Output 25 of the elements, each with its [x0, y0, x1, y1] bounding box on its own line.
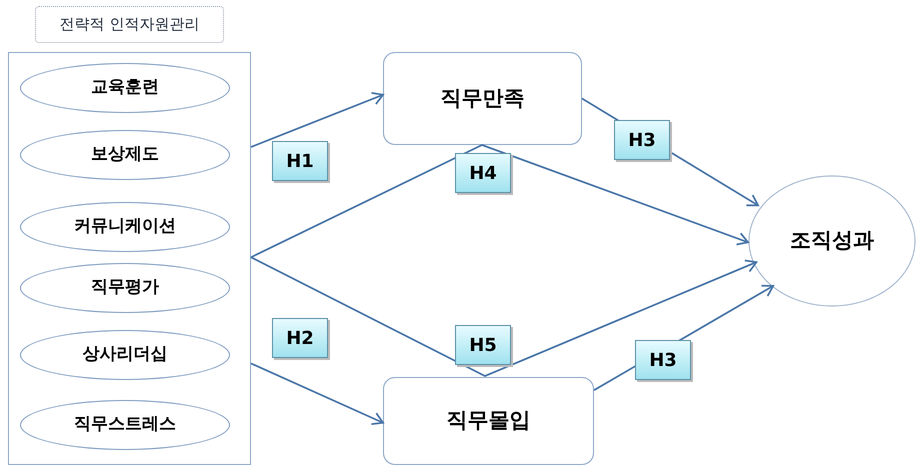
node-label: 상사리더십 [82, 343, 168, 366]
node-label: 보상제도 [91, 143, 159, 166]
process-box [383, 377, 594, 465]
node-label: 커뮤니케이션 [74, 215, 176, 238]
process-box [383, 52, 582, 145]
title-box [35, 6, 224, 43]
node-label: 조직성과 [790, 227, 874, 254]
hypothesis-label: H4 [455, 153, 511, 193]
arrow [250, 144, 749, 258]
hypothesis-label: H2 [272, 318, 328, 358]
node-label: 직무스트레스 [74, 413, 176, 436]
hypothesis-label: H3 [614, 120, 670, 160]
node-label: 직무몰입 [446, 407, 530, 434]
node-label: 전략적 인적자원관리 [60, 14, 200, 36]
outcome-ellipse [748, 175, 916, 307]
hypothesis-label: H3 [635, 340, 691, 380]
group-box [8, 52, 251, 465]
node-label: 교육훈련 [91, 76, 159, 100]
node-label: 직무평가 [91, 276, 159, 300]
hypothesis-label: H5 [455, 325, 511, 365]
arrow [250, 256, 758, 377]
arrow [250, 362, 384, 426]
arrow [250, 92, 384, 148]
node-label: 직무만족 [440, 84, 524, 112]
hypothesis-label: H1 [272, 141, 328, 181]
